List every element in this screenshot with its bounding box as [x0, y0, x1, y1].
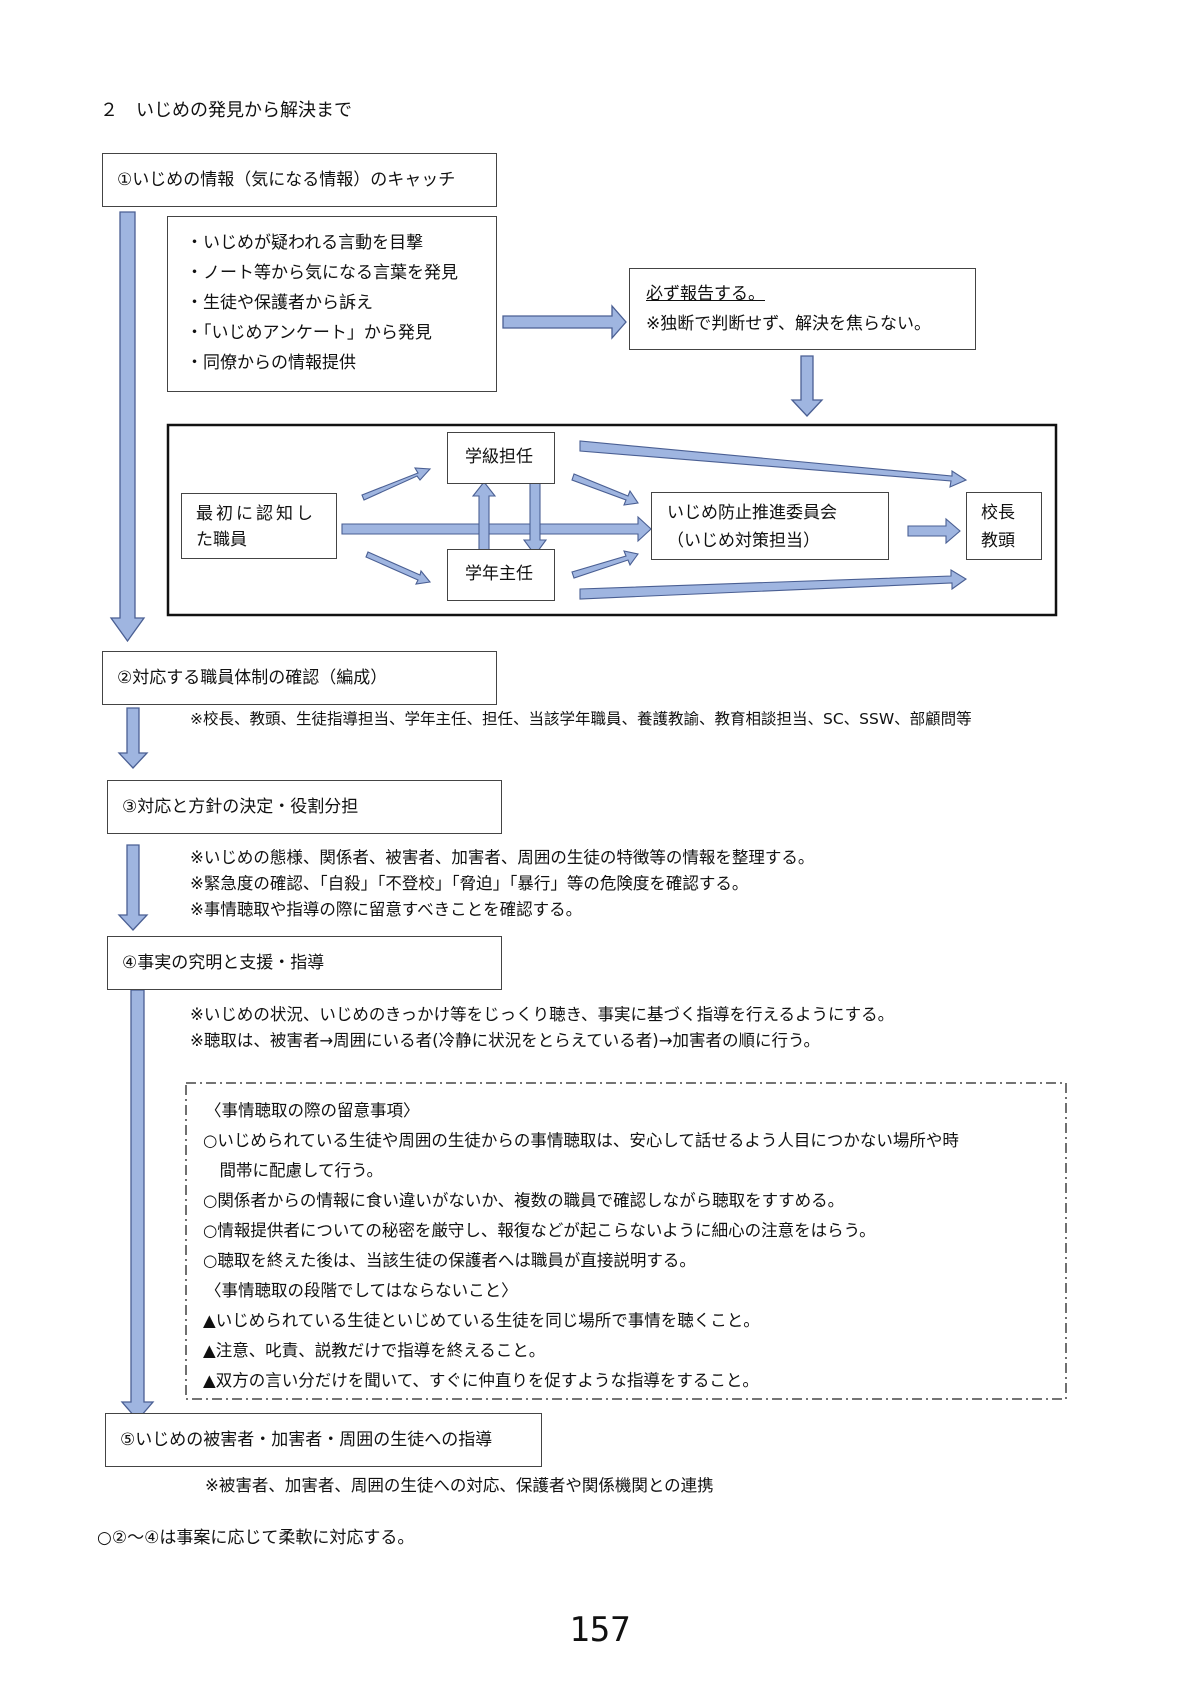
caution-item: ○関係者からの情報に食い違いがないか、複数の職員で確認しながら聴取をすすめる。: [203, 1191, 845, 1210]
report-box: 必ず報告する。 ※独断で判断せず、解決を焦らない。: [629, 268, 976, 350]
committee-line2: （いじめ対策担当）: [667, 531, 820, 551]
footer-note: ○②～④は事案に応じて柔軟に対応する。: [97, 1528, 415, 1548]
arrow-first-to-committee: [341, 515, 652, 543]
step2-box: ②対応する職員体制の確認（編成）: [102, 651, 497, 705]
trigger-item: ・いじめが疑われる言動を目撃: [186, 233, 424, 253]
homeroom-teacher-label: 学級担任: [465, 447, 533, 467]
step5-label: ⑤いじめの被害者・加害者・周囲の生徒への指導: [120, 1430, 493, 1450]
step3-note: ※緊急度の確認、「自殺」「不登校」「脅迫」「暴行」等の危険度を確認する。: [190, 874, 749, 893]
step4-note: ※聴取は、被害者→周囲にいる者(冷静に状況をとらえている者)→加害者の順に行う。: [190, 1031, 821, 1050]
prohibited-heading: 〈事情聴取の段階でしてはならないこと〉: [205, 1281, 518, 1300]
step3-box: ③対応と方針の決定・役割分担: [107, 780, 502, 834]
committee-box: いじめ防止推進委員会 （いじめ対策担当）: [651, 492, 889, 560]
homeroom-teacher-box: 学級担任: [447, 432, 555, 484]
arrow-committee-to-principal: [907, 517, 961, 545]
step5-note: ※被害者、加害者、周囲の生徒への対応、保護者や関係機関との連携: [205, 1476, 714, 1495]
first-staff-box: 最初に認知し た職員: [181, 493, 337, 559]
arrow-first-to-grade: [365, 551, 432, 585]
first-staff-line2: た職員: [196, 530, 247, 550]
arrow-grade-to-homeroom: [471, 481, 497, 556]
arrow-homeroom-to-committee: [571, 473, 639, 506]
step3-note: ※いじめの態様、関係者、被害者、加害者、周囲の生徒の特徴等の情報を整理する。: [190, 848, 815, 867]
section-title: ２ いじめの発見から解決まで: [100, 100, 352, 121]
grade-head-box: 学年主任: [447, 549, 555, 601]
step1-label: ①いじめの情報（気になる情報）のキャッチ: [117, 170, 456, 190]
trigger-item: ・同僚からの情報提供: [186, 353, 356, 373]
trigger-item: ・ノート等から気になる言葉を発見: [186, 263, 458, 283]
triggers-box: ・いじめが疑われる言動を目撃 ・ノート等から気になる言葉を発見 ・生徒や保護者か…: [167, 216, 497, 392]
principal-line1: 校長: [981, 503, 1015, 523]
report-line2: ※独断で判断せず、解決を焦らない。: [646, 314, 932, 334]
step4-note: ※いじめの状況、いじめのきっかけ等をじっくり聴き、事実に基づく指導を行えるように…: [190, 1005, 895, 1024]
arrow-grade-to-principal: [579, 569, 968, 600]
step4-box: ④事実の究明と支援・指導: [107, 936, 502, 990]
caution-item: ○情報提供者についての秘密を厳守し、報復などが起こらないように細心の注意をはらう…: [203, 1221, 876, 1240]
page-number: 157: [569, 1610, 631, 1650]
report-line1: 必ず報告する。: [646, 284, 765, 304]
grade-head-label: 学年主任: [465, 564, 533, 584]
arrow-report-down: [790, 355, 824, 417]
principal-line2: 教頭: [981, 531, 1015, 551]
arrow-homeroom-to-grade: [522, 481, 548, 556]
flow-frame: [166, 423, 1058, 617]
step3-note: ※事情聴取や指導の際に留意すべきことを確認する。: [190, 900, 583, 919]
caution-item: 間帯に配慮して行う。: [203, 1161, 384, 1180]
arrow-first-to-homeroom: [361, 467, 432, 501]
step3-label: ③対応と方針の決定・役割分担: [122, 797, 359, 817]
prohibited-item: ▲注意、叱責、説教だけで指導を終えること。: [203, 1341, 546, 1360]
step5-box: ⑤いじめの被害者・加害者・周囲の生徒への指導: [105, 1413, 542, 1467]
arrow-triggers-to-report: [502, 304, 627, 340]
arrow-homeroom-to-principal: [579, 440, 968, 488]
arrow-step2-to-step3: [117, 707, 149, 769]
arrow-grade-to-committee: [571, 550, 639, 579]
arrow-step3-to-step4: [117, 844, 149, 931]
step1-box: ①いじめの情報（気になる情報）のキャッチ: [102, 153, 497, 207]
caution-heading: 〈事情聴取の際の留意事項〉: [205, 1101, 420, 1120]
step2-note: ※校長、教頭、生徒指導担当、学年主任、担任、当該学年職員、養護教諭、教育相談担当…: [190, 710, 972, 728]
prohibited-item: ▲いじめられている生徒といじめている生徒を同じ場所で事情を聴くこと。: [203, 1311, 760, 1330]
step4-label: ④事実の究明と支援・指導: [122, 953, 325, 973]
first-staff-line1: 最初に認知し: [196, 504, 316, 524]
principal-box: 校長 教頭: [966, 492, 1042, 560]
trigger-item: ・「いじめアンケート」から発見: [186, 323, 432, 343]
step2-label: ②対応する職員体制の確認（編成）: [117, 668, 388, 688]
prohibited-item: ▲双方の言い分だけを聞いて、すぐに仲直りを促すような指導をすること。: [203, 1371, 759, 1390]
caution-item: ○聴取を終えた後は、当該生徒の保護者へは職員が直接説明する。: [203, 1251, 696, 1270]
arrow-step1-to-step2: [109, 211, 146, 643]
trigger-item: ・生徒や保護者から訴え: [186, 293, 373, 313]
committee-line1: いじめ防止推進委員会: [667, 503, 837, 523]
arrow-step4-to-step5: [120, 989, 155, 1421]
caution-item: ○いじめられている生徒や周囲の生徒からの事情聴取は、安心して話せるよう人目につか…: [203, 1131, 959, 1150]
caution-box: [185, 1082, 1067, 1400]
